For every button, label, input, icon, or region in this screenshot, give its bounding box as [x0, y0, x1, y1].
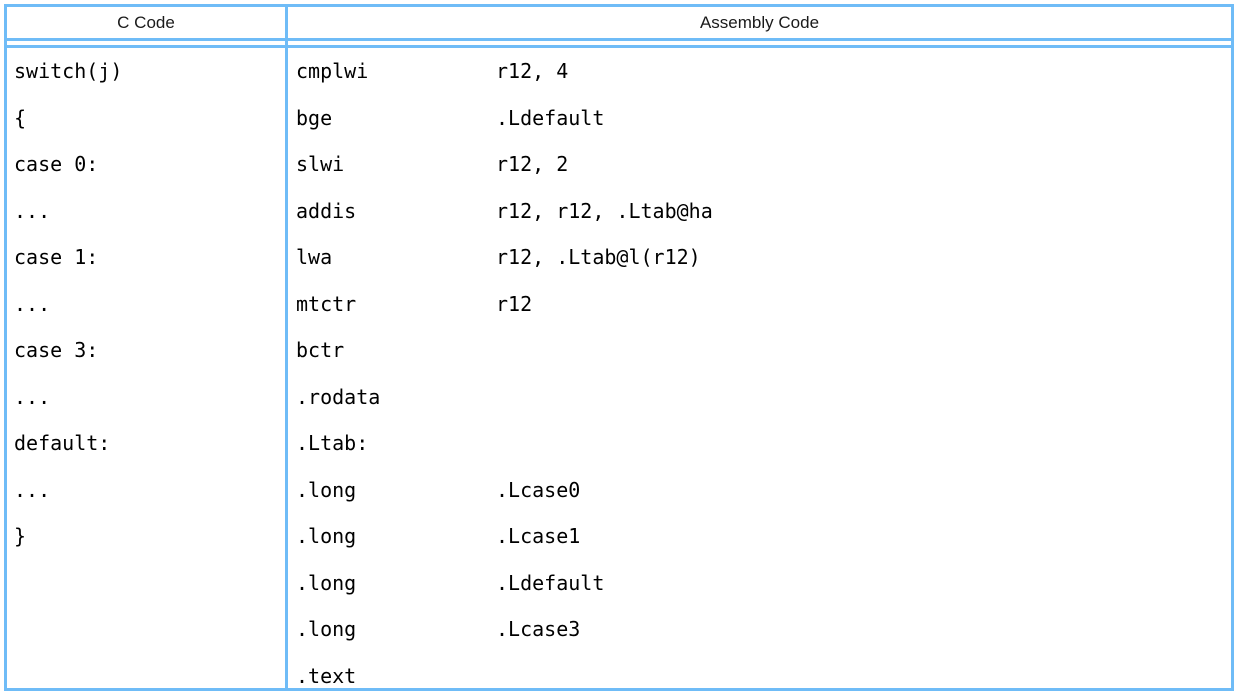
assembly-mnemonic: slwi — [296, 152, 345, 176]
assembly-code-line: .long .Ldefault — [288, 560, 1231, 607]
assembly-operand: .Lcase1 — [496, 524, 581, 548]
c-code-line: case 3: — [14, 338, 99, 362]
table-top-border — [4, 4, 1234, 7]
assembly-operand: .Ldefault — [496, 570, 605, 595]
assembly-mnemonic: .long — [296, 477, 357, 502]
assembly-mnemonic: .text — [296, 663, 357, 688]
assembly-code-line: .text — [288, 653, 1231, 689]
column-header-c-code: C Code — [117, 13, 175, 32]
assembly-mnemonic: .long — [296, 617, 357, 641]
assembly-mnemonic: .Ltab: — [296, 431, 369, 455]
assembly-operand: r12, 4 — [496, 59, 569, 83]
c-code-line: ... — [14, 198, 51, 223]
assembly-code-line: bctr — [288, 327, 1231, 374]
column-divider — [285, 4, 288, 691]
assembly-operand: .Lcase3 — [496, 617, 581, 641]
assembly-code-line: bge .Ldefault — [288, 95, 1231, 142]
assembly-code-line: lwa r12, .Ltab@l(r12) — [288, 234, 1231, 281]
assembly-operand: r12 — [496, 291, 533, 316]
assembly-operand: .Lcase0 — [496, 477, 581, 502]
assembly-operand: r12, 2 — [496, 152, 569, 176]
assembly-code-line: .rodata — [288, 374, 1231, 421]
c-code-line: ... — [14, 291, 51, 316]
assembly-code-line: .Ltab: — [288, 420, 1231, 467]
assembly-code-line: mtctr r12 — [288, 281, 1231, 328]
c-code-line: ... — [14, 477, 51, 502]
assembly-mnemonic: lwa — [296, 245, 333, 269]
table-bottom-border — [4, 688, 1234, 691]
assembly-mnemonic: .long — [296, 524, 357, 548]
c-code-line: default: — [14, 431, 111, 455]
table-right-border — [1231, 4, 1234, 691]
assembly-mnemonic: .rodata — [296, 384, 381, 409]
header-separator-upper — [4, 38, 1234, 41]
header-separator-lower — [4, 45, 1234, 48]
assembly-mnemonic: mtctr — [296, 291, 357, 316]
c-code-line: case 1: — [14, 245, 99, 269]
assembly-operand: r12, .Ltab@l(r12) — [496, 245, 701, 269]
assembly-code-line: .long .Lcase1 — [288, 513, 1231, 560]
c-code-line: switch(j) — [14, 59, 123, 83]
table-left-border — [4, 4, 7, 691]
c-code-cell: switch(j) { case 0:... case 1:... case 3:...… — [7, 48, 285, 688]
assembly-code-line: cmplwi r12, 4 — [288, 48, 1231, 95]
assembly-code-line: addis r12, r12, .Ltab@ha — [288, 188, 1231, 235]
c-code-line: case 0: — [14, 152, 99, 176]
assembly-operand: .Ldefault — [496, 105, 605, 130]
column-header-assembly-code: Assembly Code — [699, 13, 820, 32]
assembly-mnemonic: bge — [296, 105, 333, 130]
assembly-mnemonic: bctr — [296, 338, 345, 362]
code-comparison-table: C Code Assembly Code switch(j) { case 0:..… — [4, 4, 1234, 691]
assembly-mnemonic: addis — [296, 198, 357, 223]
assembly-code-line: .long .Lcase0 — [288, 467, 1231, 514]
c-code-line: { — [14, 105, 27, 130]
assembly-code-line: slwi r12, 2 — [288, 141, 1231, 188]
assembly-mnemonic: cmplwi — [296, 59, 369, 83]
assembly-mnemonic: .long — [296, 570, 357, 595]
assembly-operand: r12, r12, .Ltab@ha — [496, 198, 713, 223]
c-code-line: ... — [14, 384, 51, 409]
c-code-line: } — [14, 524, 27, 548]
assembly-code-cell: cmplwi r12, 4 bge .Ldefault slwi r12, 2 addis r… — [288, 48, 1231, 688]
assembly-code-line: .long .Lcase3 — [288, 606, 1231, 653]
